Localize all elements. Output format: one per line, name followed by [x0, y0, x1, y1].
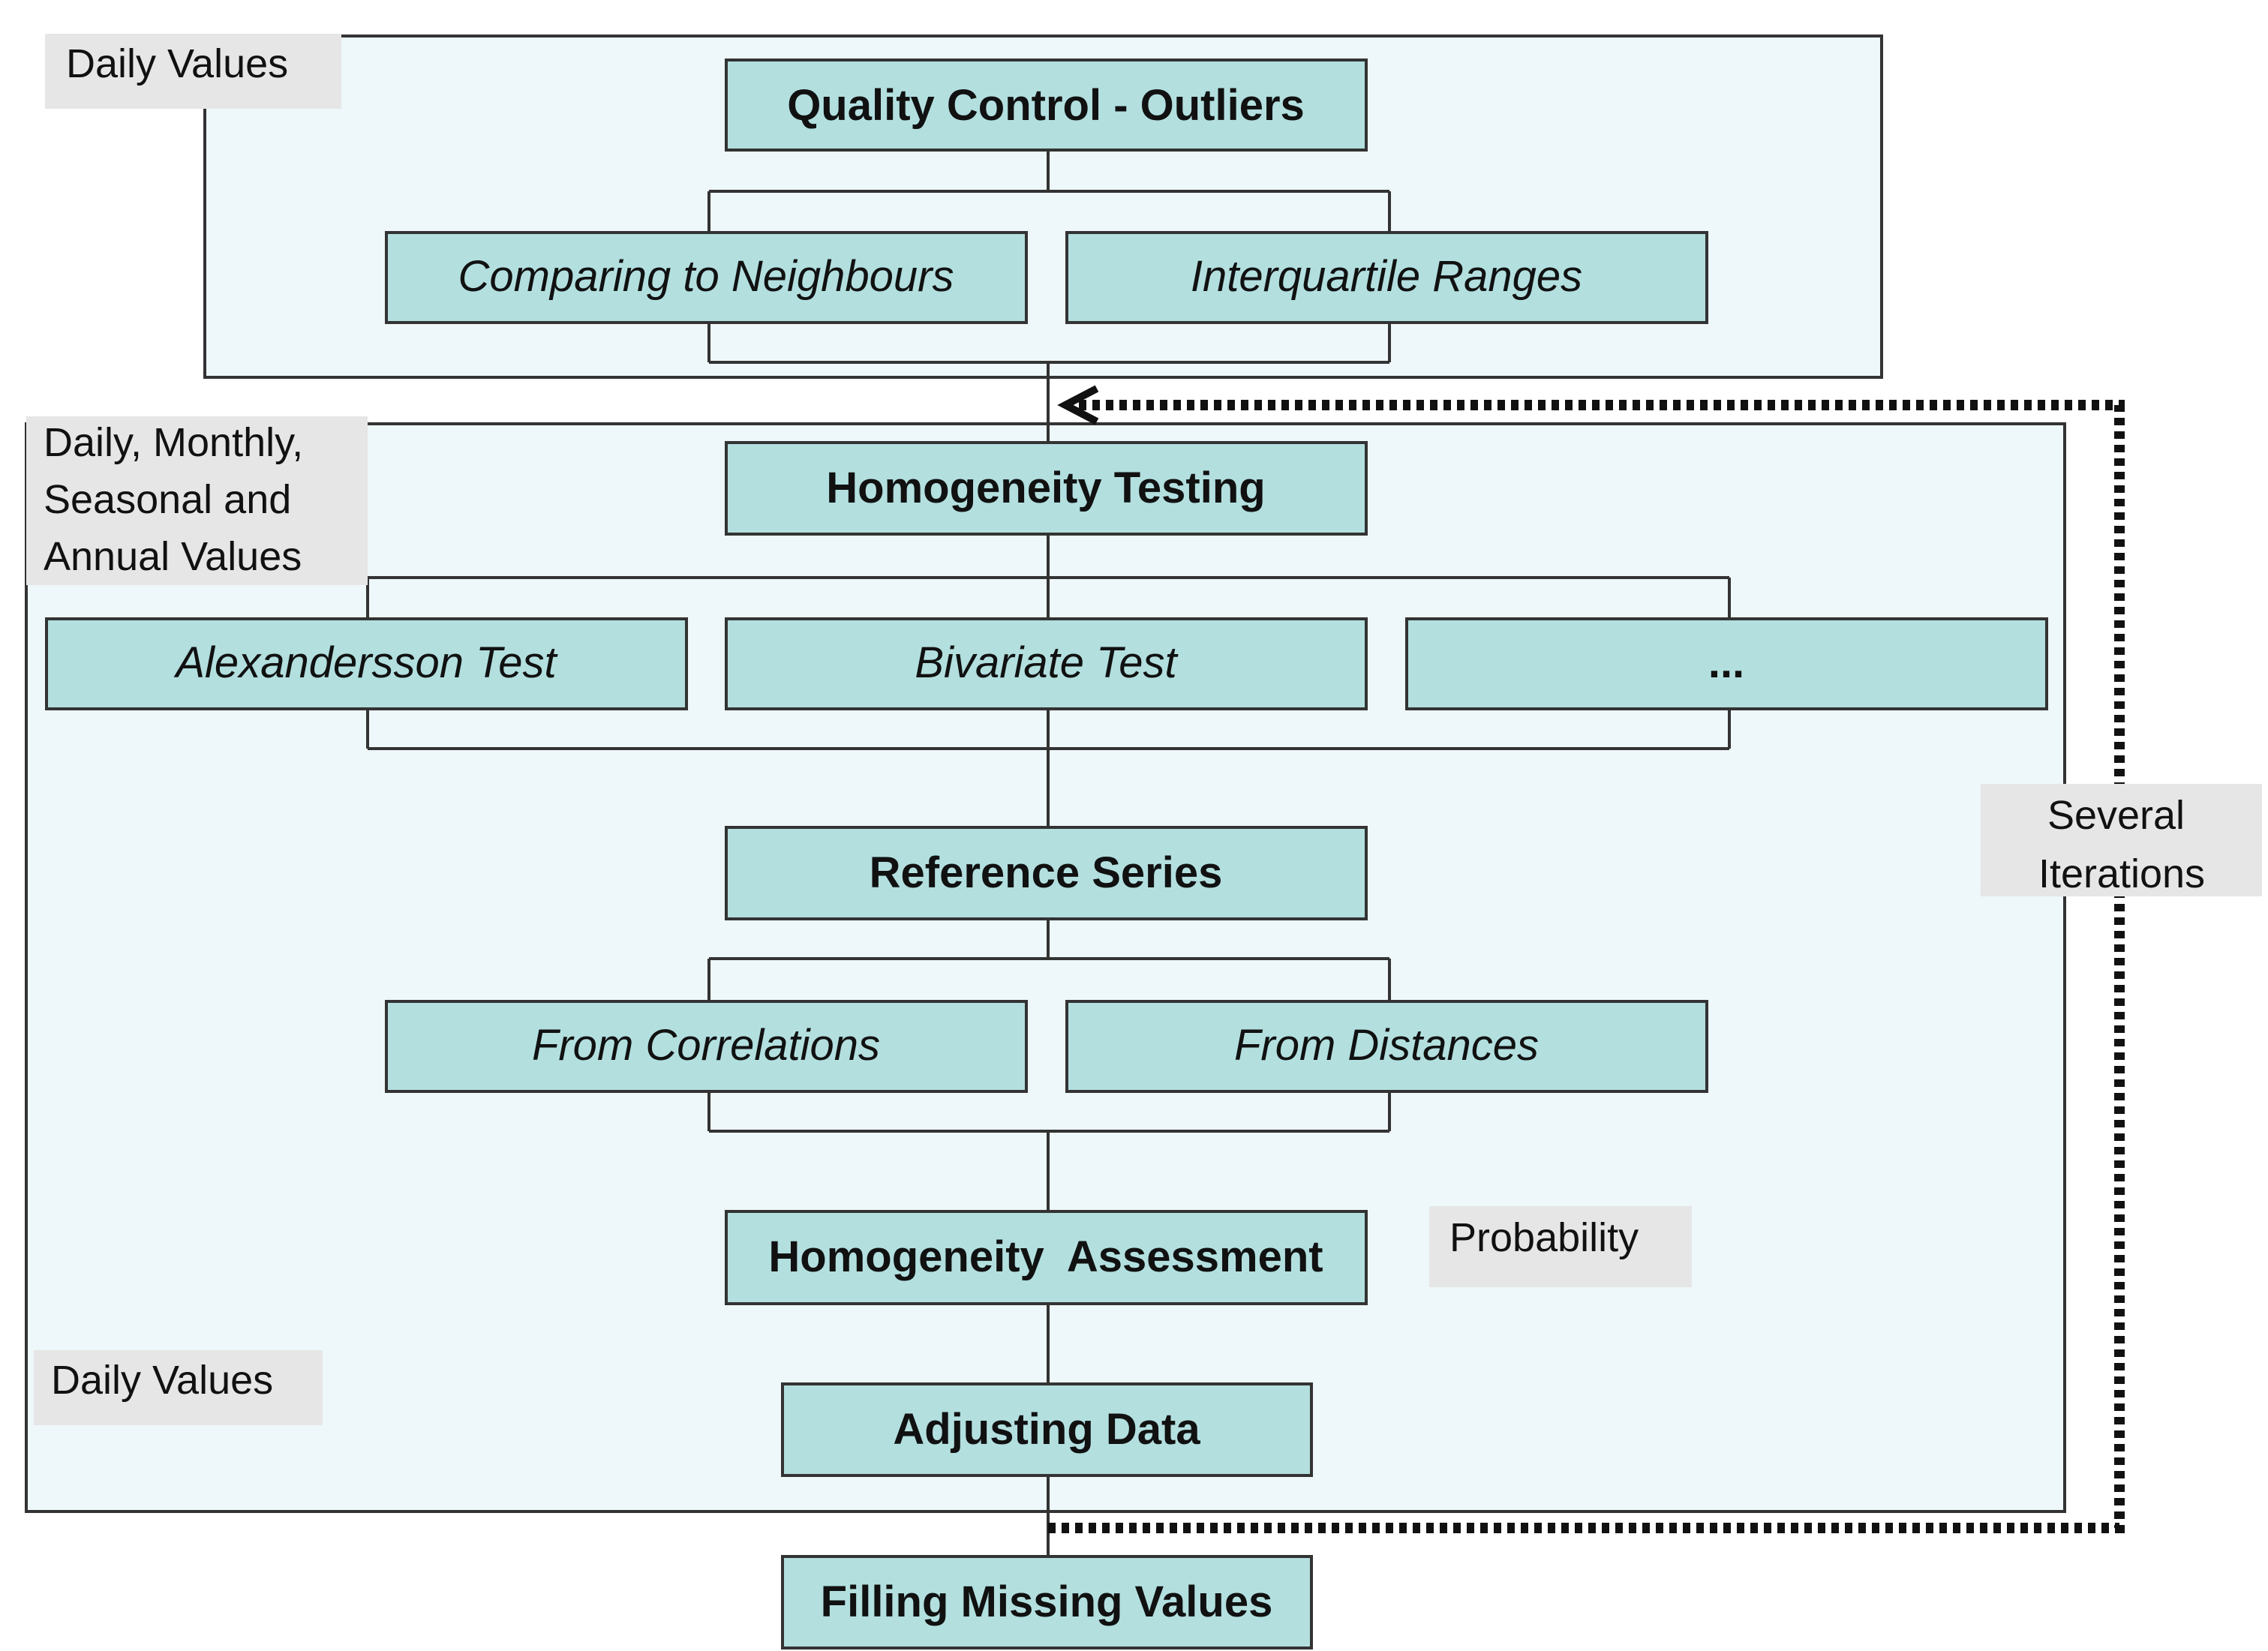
- bivariate-test-box: [725, 617, 1368, 710]
- other-tests-box: [1405, 617, 2048, 710]
- alexandersson-test-label: Alexandersson Test: [173, 638, 558, 687]
- iteration-loop-arrow: [1048, 400, 2125, 1533]
- quality-control-box: [725, 59, 1368, 152]
- comparing-neighbours-box: [385, 231, 1028, 324]
- adjustment-scope-label-bg: [34, 1350, 323, 1425]
- adjusting-data-label: Adjusting Data: [893, 1405, 1200, 1454]
- comparing-neighbours-label: Comparing to Neighbours: [458, 252, 954, 301]
- filling-missing-values-box: [781, 1555, 1313, 1649]
- from-distances-box: [1065, 1000, 1708, 1093]
- reference-series-box: [725, 826, 1368, 920]
- probability-label: Probability: [1449, 1215, 1639, 1260]
- homogeneity-testing-label: Homogeneity Testing: [826, 464, 1265, 512]
- connector-lines: [366, 150, 1731, 1556]
- probability-label-bg: [1429, 1206, 1692, 1287]
- homogeneity-assessment-label: Homogeneity Assessment: [768, 1232, 1323, 1281]
- bivariate-test-label: Bivariate Test: [915, 638, 1179, 687]
- interquartile-ranges-box: [1065, 231, 1708, 324]
- interquartile-ranges-label: Interquartile Ranges: [1191, 252, 1582, 301]
- adjustment-scope-label: Daily Values: [51, 1358, 273, 1403]
- homogenization-scope-line: Seasonal and: [44, 477, 291, 522]
- adjusting-data-box: [781, 1382, 1313, 1477]
- iterations-line: Several: [2047, 793, 2185, 838]
- from-correlations-box: [385, 1000, 1028, 1093]
- iterations-label-bg: [1981, 784, 2262, 896]
- iterations-line: Iterations: [2038, 851, 2205, 896]
- homogenization-scope-line: Annual Values: [44, 534, 302, 579]
- filling-missing-values-label: Filling Missing Values: [821, 1577, 1273, 1626]
- alexandersson-test-box: [45, 617, 688, 710]
- reference-series-label: Reference Series: [870, 848, 1223, 897]
- homogenization-scope-label: Daily, Monthly, Seasonal and Annual Valu…: [44, 420, 314, 579]
- homogeneity-testing-box: [725, 441, 1368, 536]
- qc-scope-label: Daily Values: [66, 41, 288, 86]
- homogenization-scope-label-bg: [26, 416, 368, 585]
- from-correlations-label: From Correlations: [532, 1021, 880, 1070]
- homogenization-scope-line: Daily, Monthly,: [44, 420, 303, 465]
- from-distances-label: From Distances: [1234, 1021, 1539, 1070]
- homogenization-panel: [25, 422, 2066, 1513]
- iterations-label: Several Iterations: [2038, 793, 2205, 896]
- other-tests-label: ...: [1708, 638, 1744, 687]
- qc-scope-label-bg: [45, 34, 341, 109]
- homogeneity-assessment-box: [725, 1210, 1368, 1305]
- iteration-arrowhead: [1057, 385, 1099, 425]
- quality-control-label: Quality Control - Outliers: [787, 81, 1305, 130]
